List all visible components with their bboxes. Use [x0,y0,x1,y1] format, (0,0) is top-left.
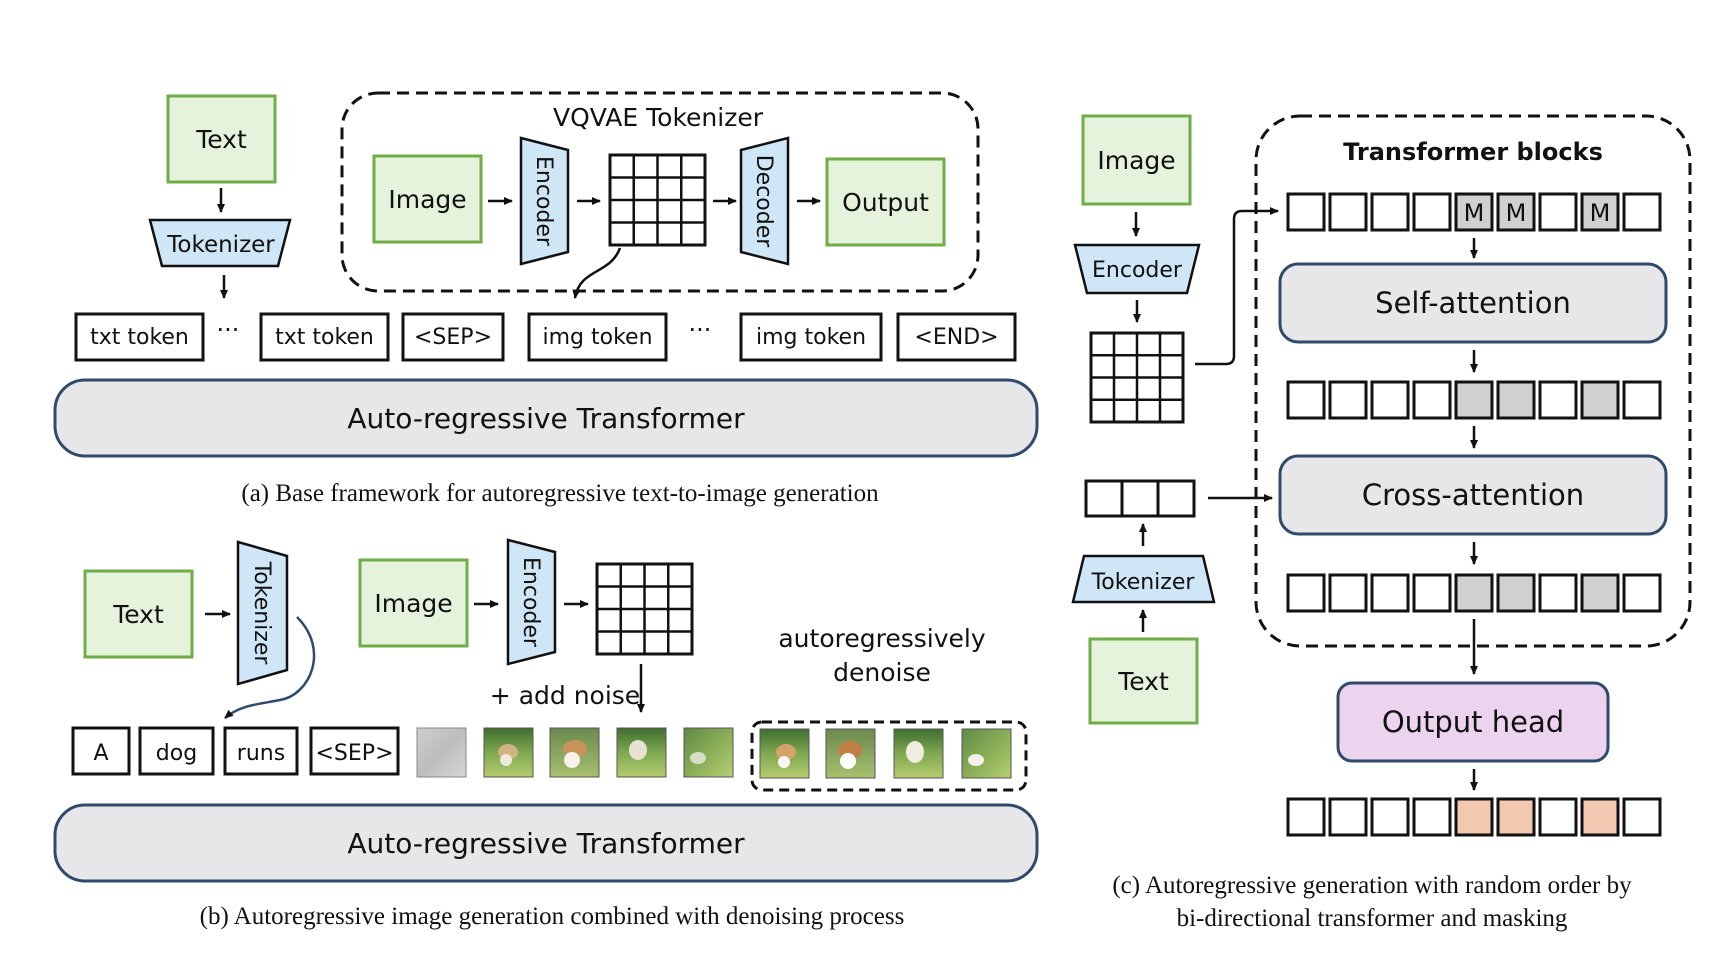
b-tokenizer-label: Tokenizer [249,561,274,666]
c-blocks-title: Transformer blocks [1343,138,1603,166]
b-image-patches [416,720,1028,792]
c-text-box [1088,637,1199,725]
b-denoise-line1: autoregressively [778,624,985,653]
a-token [896,312,1017,362]
a-output-box [825,157,946,247]
b-text-label: Text [112,600,164,629]
a-tokenizer: Tokenizer [148,218,292,268]
a-token [401,312,505,362]
c-tokenizer [1071,554,1216,604]
b-token-grid [595,562,694,656]
a-token-label: img token [756,325,866,350]
a-token [527,312,668,362]
c-row-output [1286,797,1662,837]
b-word-token [309,726,400,776]
mask-token: M [1590,199,1611,227]
a-ellipsis: ··· [217,316,240,344]
noise-patch [416,727,467,778]
b-image-box [358,558,469,648]
c-text-label: Text [1117,667,1169,696]
mask-token: M [1506,199,1527,227]
b-add-noise: + add noise [490,681,640,710]
a-decoder [739,136,790,266]
c-row-hidden-2 [1286,573,1662,613]
panel-a: Text Tokenizer VQVAE Tokenizer Image Enc… [53,91,1039,507]
a-vqvae-container: VQVAE Tokenizer Image Encoder Decod [340,91,980,293]
b-word-label: A [93,741,108,766]
c-self-attention-label: Self-attention [1375,286,1571,320]
b-word-label: dog [156,741,197,766]
a-vqvae-title: VQVAE Tokenizer [553,103,764,132]
a-token-label: txt token [275,325,374,350]
c-image-label: Image [1097,146,1175,175]
c-cross-attention [1278,454,1668,536]
a-token-row: txt token ··· txt token <SEP> img token … [74,312,1017,362]
a-image-box [372,154,483,244]
c-row-input: M M M [1286,192,1662,232]
patch [483,727,534,778]
b-encoder [506,538,557,666]
c-text-tokens [1084,479,1196,518]
b-word-label: runs [237,741,285,766]
a-token [739,312,883,362]
c-row-hidden-1 [1286,380,1662,420]
a-caption: (a) Base framework for autoregressive te… [241,480,879,507]
patch [961,728,1012,779]
a-text-label: Text [195,125,247,154]
b-transformer-bar [53,803,1039,883]
b-word-token [223,726,299,776]
a-token [259,312,390,362]
c-token-grid [1089,331,1185,424]
patch [759,728,810,779]
b-caption: (b) Autoregressive image generation comb… [200,903,905,930]
b-encoder-label: Encoder [518,557,543,648]
c-image-box [1081,114,1192,206]
b-transformer-label: Auto-regressive Transformer [347,827,745,860]
a-encoder-label: Encoder [531,156,556,247]
a-transformer-label: Auto-regressive Transformer [347,402,745,435]
c-output-head-label: Output head [1382,705,1564,739]
a-token-label: txt token [90,325,189,350]
a-token [74,312,205,362]
patch [549,727,600,778]
c-self-attention [1278,262,1668,344]
patch [616,727,667,778]
a-encoder [519,136,570,266]
panel-b: Text Tokenizer Image Encoder + add noise… [53,538,1039,930]
panel-c: Image Encoder Tokenizer Text [1071,114,1692,932]
b-word-label: <SEP> [316,741,394,766]
c-encoder-label: Encoder [1092,258,1183,283]
c-caption-line1: (c) Autoregressive generation with rando… [1112,872,1632,899]
a-transformer-bar [53,378,1039,458]
a-output-label: Output [842,188,929,217]
b-denoise-container [750,720,1028,792]
a-decoder-label: Decoder [751,155,776,249]
a-image-label: Image [388,185,466,214]
a-token-label: <SEP> [414,325,492,350]
c-encoder [1073,243,1201,295]
b-image-label: Image [374,589,452,618]
patch [825,728,876,779]
patch [683,727,734,778]
b-text-box [83,569,194,659]
patch [893,728,944,779]
c-output-head [1336,681,1610,763]
c-cross-attention-label: Cross-attention [1362,478,1584,512]
a-token-label: <END> [914,325,998,350]
b-tokenizer [236,540,289,686]
c-tokenizer-label: Tokenizer [1091,570,1196,595]
c-blocks-container [1254,114,1692,648]
b-denoise-line2: denoise [833,658,931,687]
mask-token: M [1464,199,1485,227]
a-tokenizer-label: Tokenizer [166,232,275,258]
a-token-grid [608,153,707,247]
b-word-token [71,726,131,776]
a-token-label: img token [542,325,652,350]
c-caption-line2: bi-directional transformer and masking [1177,905,1568,932]
b-word-token [138,726,215,776]
a-text-box: Text [166,94,277,184]
a-ellipsis: ··· [689,316,712,344]
